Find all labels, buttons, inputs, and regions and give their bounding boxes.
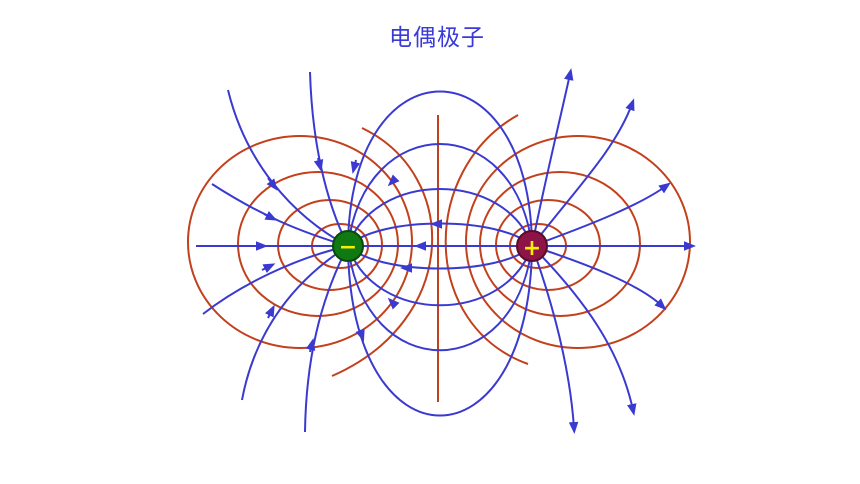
field-lines: [196, 68, 696, 434]
field-line-neg-in-5: [241, 245, 349, 401]
field-line-pos-out-4: [531, 245, 667, 311]
equipotential-right-1: [465, 135, 691, 349]
field-line-inner-lower-3: [347, 245, 533, 352]
field-line-pos-out-3: [531, 182, 671, 247]
diagram-title: 电偶极子: [389, 25, 485, 51]
equipotential-left-2: [237, 171, 399, 317]
field-line-inner-lower-4: [347, 245, 533, 417]
field-line-neg-in-2: [227, 89, 349, 247]
equipotential-left-arc: [331, 127, 434, 377]
field-line-inner-lower-1: [347, 245, 533, 270]
field-line-neg-in-1: [309, 71, 349, 247]
equipotential-left-1: [187, 135, 413, 349]
equipotential-right-2: [479, 171, 641, 317]
field-line-neg-in-4: [202, 245, 349, 315]
positive-charge-ball: [516, 230, 548, 262]
field-line-inner-upper-2: [347, 188, 533, 247]
field-line-neg-in-3: [211, 183, 349, 247]
field-line-pos-out-5: [531, 245, 637, 416]
field-line-inner-lower-2: [347, 245, 533, 307]
field-line-inner-upper-3: [347, 143, 533, 247]
field-line-neg-in-6: [304, 245, 349, 433]
field-line-pos-out-6: [531, 245, 579, 434]
field-line-pos-out-1: [531, 68, 574, 247]
field-line-pos-out-2: [531, 98, 635, 247]
positive-charge: +: [516, 230, 548, 262]
field-line-inner-upper-1: [347, 222, 533, 247]
negative-charge: −: [332, 230, 364, 262]
positive-charge-sign: +: [523, 236, 541, 261]
negative-charge-sign: −: [339, 235, 357, 260]
negative-charge-ball: [332, 230, 364, 262]
